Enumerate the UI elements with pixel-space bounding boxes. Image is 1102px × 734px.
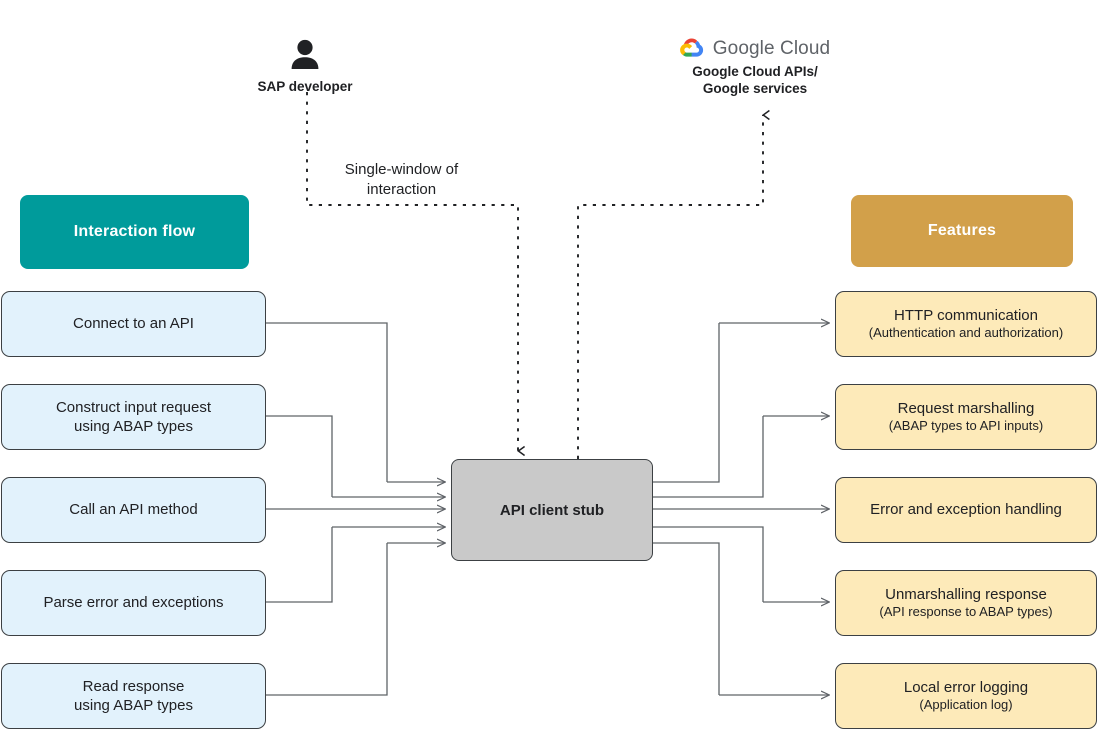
node-line1: HTTP communication: [894, 307, 1038, 325]
wire-left-4: [266, 527, 333, 603]
feature-node-error-and-exception-handling[interactable]: Error and exception handling: [835, 477, 1097, 543]
feature-node-request-marshalling[interactable]: Request marshalling (ABAP types to API i…: [835, 384, 1097, 450]
google-cloud-label: Google Cloud APIs/ Google services: [660, 64, 850, 98]
node-line2: (ABAP types to API inputs): [888, 418, 1044, 434]
node-line1: Parse error and exceptions: [43, 594, 224, 612]
single-window-annotation: Single-window of interaction: [320, 160, 483, 200]
features-header-label: Features: [927, 222, 997, 239]
wire-right-2: [651, 416, 764, 498]
google-cloud-wordmark: Google Cloud: [660, 38, 850, 60]
wire-right-1: [651, 323, 720, 483]
sap-developer-label: SAP developer: [257, 79, 353, 94]
wire-left-2: [266, 415, 333, 497]
node-line2: using ABAP types: [74, 697, 193, 714]
wire-left-1: [266, 322, 388, 482]
feature-node-http-communication[interactable]: HTTP communication (Authentication and a…: [835, 291, 1097, 357]
node-line1: Construct input request: [55, 398, 212, 416]
node-line1: Unmarshalling response: [885, 586, 1047, 604]
node-line2: (Authentication and authorization): [868, 325, 1064, 341]
google-cloud-label-line2: Google services: [702, 80, 808, 96]
feature-node-local-error-logging[interactable]: Local error logging (Application log): [835, 663, 1097, 729]
wire-right-5: [651, 542, 720, 695]
node-line2: (API response to ABAP types): [879, 604, 1053, 620]
node-line1: Request marshalling: [897, 400, 1035, 418]
node-line1: Connect to an API: [73, 315, 194, 333]
interaction-flow-header-label: Interaction flow: [73, 223, 196, 240]
interaction-node-connect-to-an-api[interactable]: Connect to an API: [1, 291, 266, 357]
single-window-line1: Single-window of: [344, 161, 459, 178]
api-client-stub-label: API client stub: [499, 501, 605, 519]
interaction-node-parse-error-and-exceptions[interactable]: Parse error and exceptions: [1, 570, 266, 636]
person-icon: [291, 39, 319, 69]
feature-node-unmarshalling-response[interactable]: Unmarshalling response (API response to …: [835, 570, 1097, 636]
node-line1: Read response: [82, 677, 185, 695]
interaction-node-call-an-api-method[interactable]: Call an API method: [1, 477, 266, 543]
google-cloud-label-line1: Google Cloud APIs/: [692, 64, 818, 79]
interaction-node-construct-input-request[interactable]: Construct input request using ABAP types: [1, 384, 266, 450]
node-line2: (Application log): [919, 697, 1013, 713]
single-window-line2: interaction: [366, 180, 437, 198]
features-header: Features: [851, 195, 1073, 267]
wire-right-4: [651, 526, 764, 602]
interaction-flow-header: Interaction flow: [20, 195, 249, 269]
interaction-node-read-response[interactable]: Read response using ABAP types: [1, 663, 266, 729]
google-cloud-logo: [679, 38, 703, 57]
wire-stub-to-google: [577, 109, 770, 459]
wire-sap-to-stub: [306, 92, 526, 457]
wire-left-5: [266, 543, 388, 696]
node-line1: Local error logging: [903, 679, 1029, 697]
sap-developer-actor: SAP developer: [237, 38, 373, 96]
node-line1: Error and exception handling: [870, 501, 1062, 519]
api-client-stub-node[interactable]: API client stub: [451, 459, 653, 561]
node-line1: Call an API method: [69, 501, 198, 519]
google-cloud-wordmark-text: Google Cloud: [712, 38, 831, 59]
node-line2: using ABAP types: [74, 418, 193, 435]
google-cloud-actor: Google Cloud Google Cloud APIs/ Google s…: [660, 38, 850, 98]
